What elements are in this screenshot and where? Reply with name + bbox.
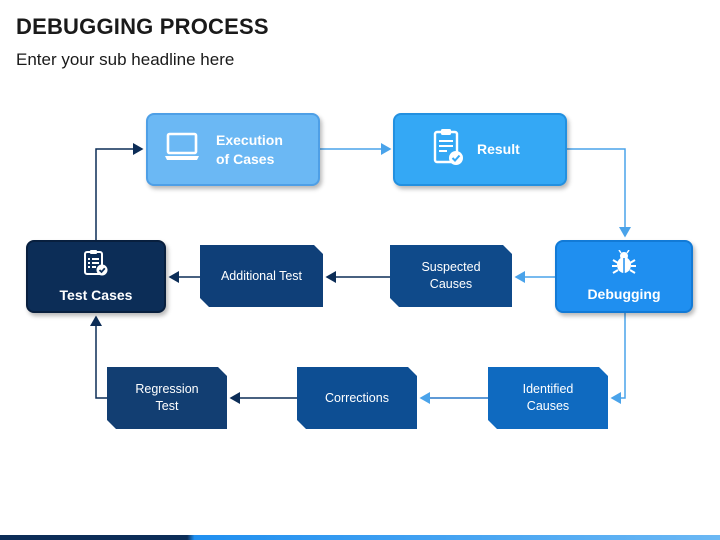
test-cases-label: Test Cases — [59, 286, 133, 303]
regression-line1: Regression — [135, 382, 199, 396]
checklist-icon — [83, 249, 109, 282]
arrow-testcases-to-execution — [95, 143, 144, 240]
arrow-regression-to-testcases — [90, 315, 107, 399]
regression-line2: Test — [155, 399, 179, 413]
arrow-debugging-to-identified — [610, 313, 626, 404]
node-debugging: Debugging — [555, 240, 693, 313]
page-subtitle: Enter your sub headline here — [16, 50, 235, 69]
suspected-line2: Causes — [429, 277, 473, 291]
node-test-cases: Test Cases — [26, 240, 166, 313]
node-result: Result — [393, 113, 567, 186]
debugging-label: Debugging — [587, 285, 661, 302]
laptop-icon — [164, 132, 200, 167]
additional-test-label: Additional Test — [220, 268, 303, 283]
identified-line1: Identified — [522, 382, 574, 396]
bottom-accent-bar — [0, 535, 720, 540]
identified-line2: Causes — [526, 399, 570, 413]
node-corrections: Corrections — [297, 367, 417, 429]
node-additional-test: Additional Test — [200, 245, 323, 307]
node-identified-causes: Identified Causes — [488, 367, 608, 429]
clipboard-check-icon — [433, 128, 463, 171]
node-suspected-causes: Suspected Causes — [390, 245, 512, 307]
suspected-line1: Suspected — [421, 260, 481, 274]
bug-icon — [611, 249, 637, 281]
arrow-result-to-debugging — [567, 148, 631, 238]
corrections-label: Corrections — [325, 390, 389, 405]
result-label: Result — [477, 141, 520, 157]
execution-line2: of Cases — [216, 150, 275, 167]
execution-line1: Execution — [216, 131, 283, 148]
page-title: DEBUGGING PROCESS — [16, 14, 269, 39]
node-execution-of-cases: Execution of Cases — [146, 113, 320, 186]
node-regression-test: Regression Test — [107, 367, 227, 429]
